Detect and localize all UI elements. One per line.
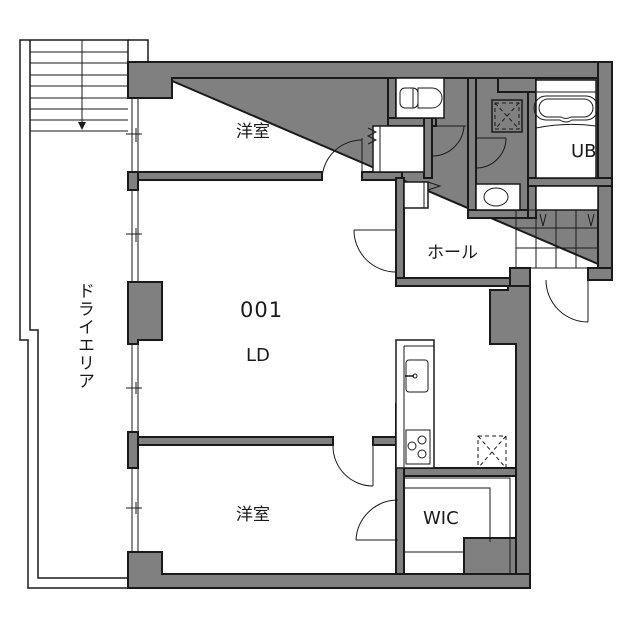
folding-door-icon [366, 127, 378, 145]
entrance-floor [515, 185, 599, 269]
room-label-hall: ホール [427, 243, 478, 263]
window-mark-icon [126, 502, 142, 514]
dry-area [19, 39, 149, 589]
door-hall-ld [353, 229, 397, 273]
shoe-cabinet-icon [587, 213, 595, 227]
bathtub-icon [533, 79, 599, 179]
unit-number: 001 [240, 298, 284, 322]
room-label-walk-in-closet: WIC [423, 508, 459, 529]
window-mark-icon [126, 128, 142, 142]
stair-arrow-icon [78, 122, 86, 130]
sink-icon [405, 359, 429, 393]
windows-left [126, 98, 142, 552]
interior-walls [137, 77, 613, 575]
hall-storage [403, 181, 442, 209]
closet-top [366, 125, 425, 173]
room-label-bedroom-bottom: 洋室 [236, 505, 270, 525]
door-washroom [475, 137, 507, 169]
wic-interior [403, 477, 511, 575]
washer-pan-icon [491, 99, 523, 133]
stove-icon [405, 429, 431, 465]
door-bottom-bedroom [332, 444, 374, 487]
room-label-dry-area: ドライエリア [74, 282, 94, 390]
refrigerator-spot-icon [477, 435, 507, 469]
stair-icon [30, 40, 128, 132]
washbasin-icon [475, 183, 521, 211]
room-label-unit-bath: UB [571, 141, 597, 162]
room-label-living-dining: LD [246, 345, 270, 366]
door-wic [355, 499, 399, 541]
door-entrance [545, 279, 589, 323]
doors [321, 125, 589, 541]
window-mark-icon [126, 228, 142, 242]
toilet-icon [395, 77, 445, 119]
window-mark-icon [126, 382, 142, 394]
kitchen-counter [395, 339, 435, 469]
room-label-bedroom-top: 洋室 [236, 122, 270, 142]
door-top-bedroom [321, 138, 363, 181]
door-toilet [431, 125, 466, 157]
shoe-cabinet-icon [539, 213, 547, 227]
